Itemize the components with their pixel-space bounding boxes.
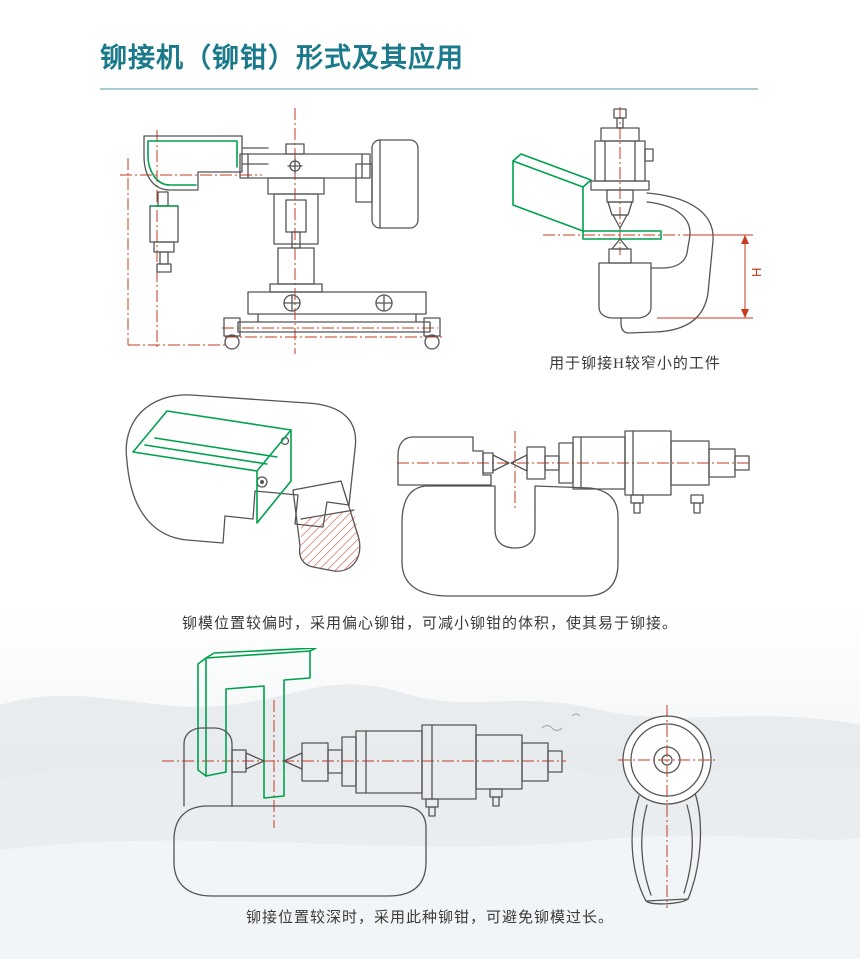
green-workpiece-angle (512, 153, 662, 240)
background-mountains-decoration (0, 610, 860, 959)
eccentric-clamp-drawing (397, 430, 751, 597)
machine-body (223, 139, 441, 350)
centerlines (162, 700, 566, 828)
bench-machine-drawing (120, 108, 442, 354)
side-view-drawing (618, 705, 716, 908)
green-deep-channel (197, 647, 317, 799)
figure-deep-clamp (160, 647, 570, 915)
caption-narrow-workpiece: 用于铆接H较窄小的工件 (549, 356, 721, 372)
mountain-ridge-front (0, 835, 860, 959)
figure-side-view-roller (612, 703, 722, 915)
clamp-body (397, 430, 750, 597)
narrow-clamp-drawing: H (512, 107, 764, 334)
centerlines (120, 108, 442, 354)
figure-narrow-workpiece-clamp: H (495, 105, 775, 355)
caption-deep-clamp: 铆接位置较深时，采用此种铆钳，可避免铆模过长。 (245, 910, 614, 926)
clamp-body (173, 724, 563, 897)
clamp-body (590, 108, 714, 334)
centerlines (618, 705, 716, 908)
red-hatched-section (300, 510, 360, 572)
clamp-head (143, 135, 269, 273)
caption-eccentric-clamp: 铆模位置较偏时，采用偏心铆钳，可减小铆钳的体积，使其易于铆接。 (181, 616, 678, 632)
eccentric-die-drawing (125, 394, 361, 572)
figure-eccentric-die-detail (115, 383, 370, 616)
figure-eccentric-clamp (395, 415, 755, 610)
figure-bench-riveting-machine (100, 100, 460, 370)
green-channel-bracket (132, 410, 292, 524)
clamp-green-edges (147, 140, 238, 207)
dimension-h-label: H (749, 268, 764, 277)
section-title: 铆接机（铆钳）形式及其应用 (100, 36, 758, 90)
page-title: 铆接机（铆钳）形式及其应用 (100, 43, 464, 73)
h-dimension: H (657, 234, 764, 319)
deep-clamp-drawing (162, 647, 566, 897)
birds-icon (541, 713, 581, 731)
centerlines (397, 431, 751, 511)
eccentric-die (292, 480, 361, 572)
